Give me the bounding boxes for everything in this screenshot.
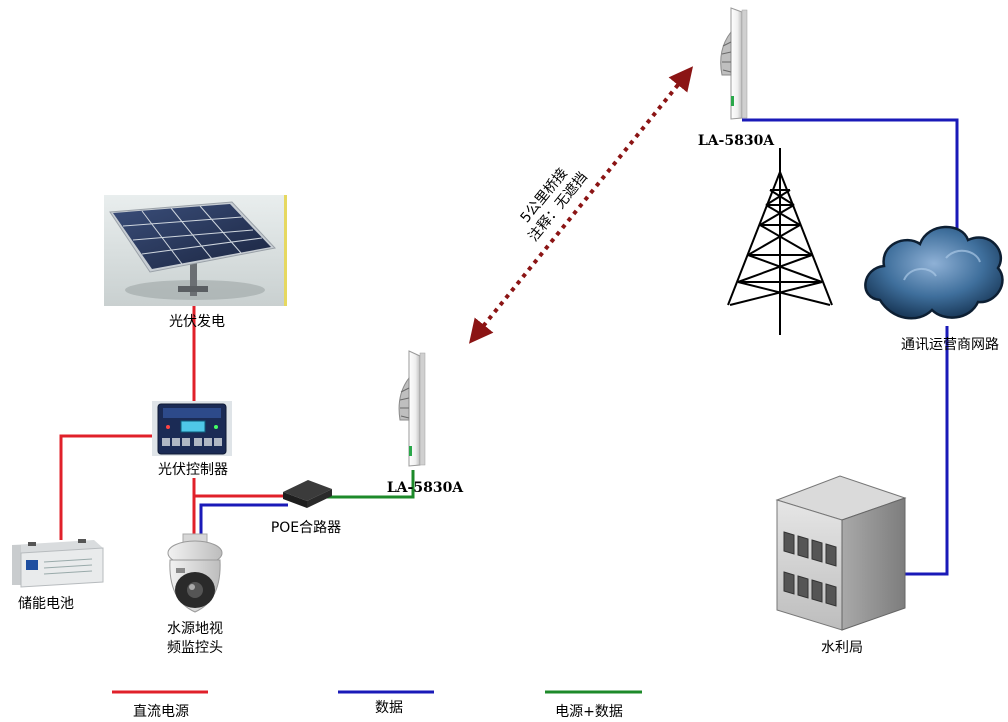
cloud-label: 通讯运营商网路 [901, 337, 999, 353]
radio-remote-label: LA-5830A [698, 133, 775, 149]
dome-camera: 水源地视 频监控头 [167, 533, 223, 656]
wireless-link-arrow [468, 66, 694, 344]
power-data-line-poe-radio [322, 470, 415, 499]
pv-controller-label: 光伏控制器 [158, 462, 228, 478]
transmission-tower [727, 148, 833, 335]
pv-controller: 光伏控制器 [152, 401, 232, 478]
connections [59, 118, 959, 576]
battery-label: 储能电池 [18, 596, 74, 612]
solar-panel-label: 光伏发电 [169, 314, 225, 330]
legend: 直流电源 数据 电源+数据 [112, 690, 642, 720]
data-line-cloud-building [905, 326, 949, 576]
operator-cloud: 通讯运营商网路 [864, 225, 1004, 353]
data-line-camera-poe [199, 503, 288, 535]
wireless-link: 5公里桥接 注释：无遮挡 [468, 66, 694, 344]
camera-label-line2: 频监控头 [167, 640, 223, 656]
legend-item-dc-power: 直流电源 [112, 690, 208, 720]
battery: 储能电池 [12, 539, 104, 612]
legend-item-data: 数据 [338, 690, 434, 716]
radio-remote: LA-5830A [698, 7, 775, 149]
solar-panel: 光伏发电 [104, 195, 287, 330]
dc-line-controller-battery [59, 434, 160, 540]
camera-label-line1: 水源地视 [167, 621, 223, 637]
legend-label-data: 数据 [375, 700, 403, 716]
poe-label: POE合路器 [271, 520, 341, 536]
legend-label-dc-power: 直流电源 [133, 703, 189, 720]
radio-local-label: LA-5830A [387, 480, 464, 496]
legend-item-power-data: 电源+数据 [545, 690, 642, 720]
legend-label-power-data: 电源+数据 [555, 704, 623, 720]
poe-injector: POE合路器 [271, 480, 341, 536]
radio-local: LA-5830A [387, 350, 464, 496]
building-label: 水利局 [821, 640, 863, 656]
data-line-radio-cloud [742, 118, 959, 232]
water-bureau-building: 水利局 [775, 475, 907, 656]
